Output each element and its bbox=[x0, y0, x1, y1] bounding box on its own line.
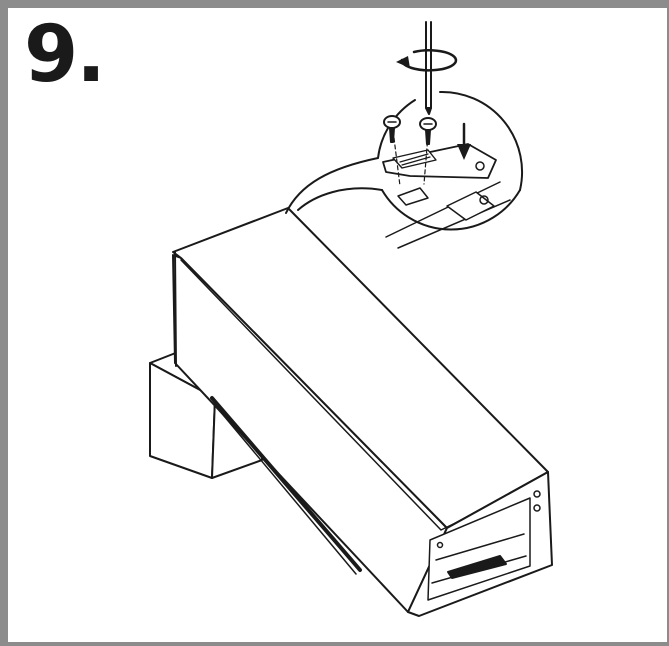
down-arrow-icon bbox=[457, 122, 471, 160]
rotate-arrow-icon bbox=[396, 49, 458, 72]
screwdriver-icon bbox=[425, 21, 432, 115]
screw-icon bbox=[419, 117, 437, 145]
bracket bbox=[382, 134, 497, 187]
device-body bbox=[172, 207, 553, 617]
screw-icon bbox=[383, 115, 401, 143]
step-number: 9. bbox=[24, 10, 106, 100]
callout-connector bbox=[285, 157, 383, 214]
